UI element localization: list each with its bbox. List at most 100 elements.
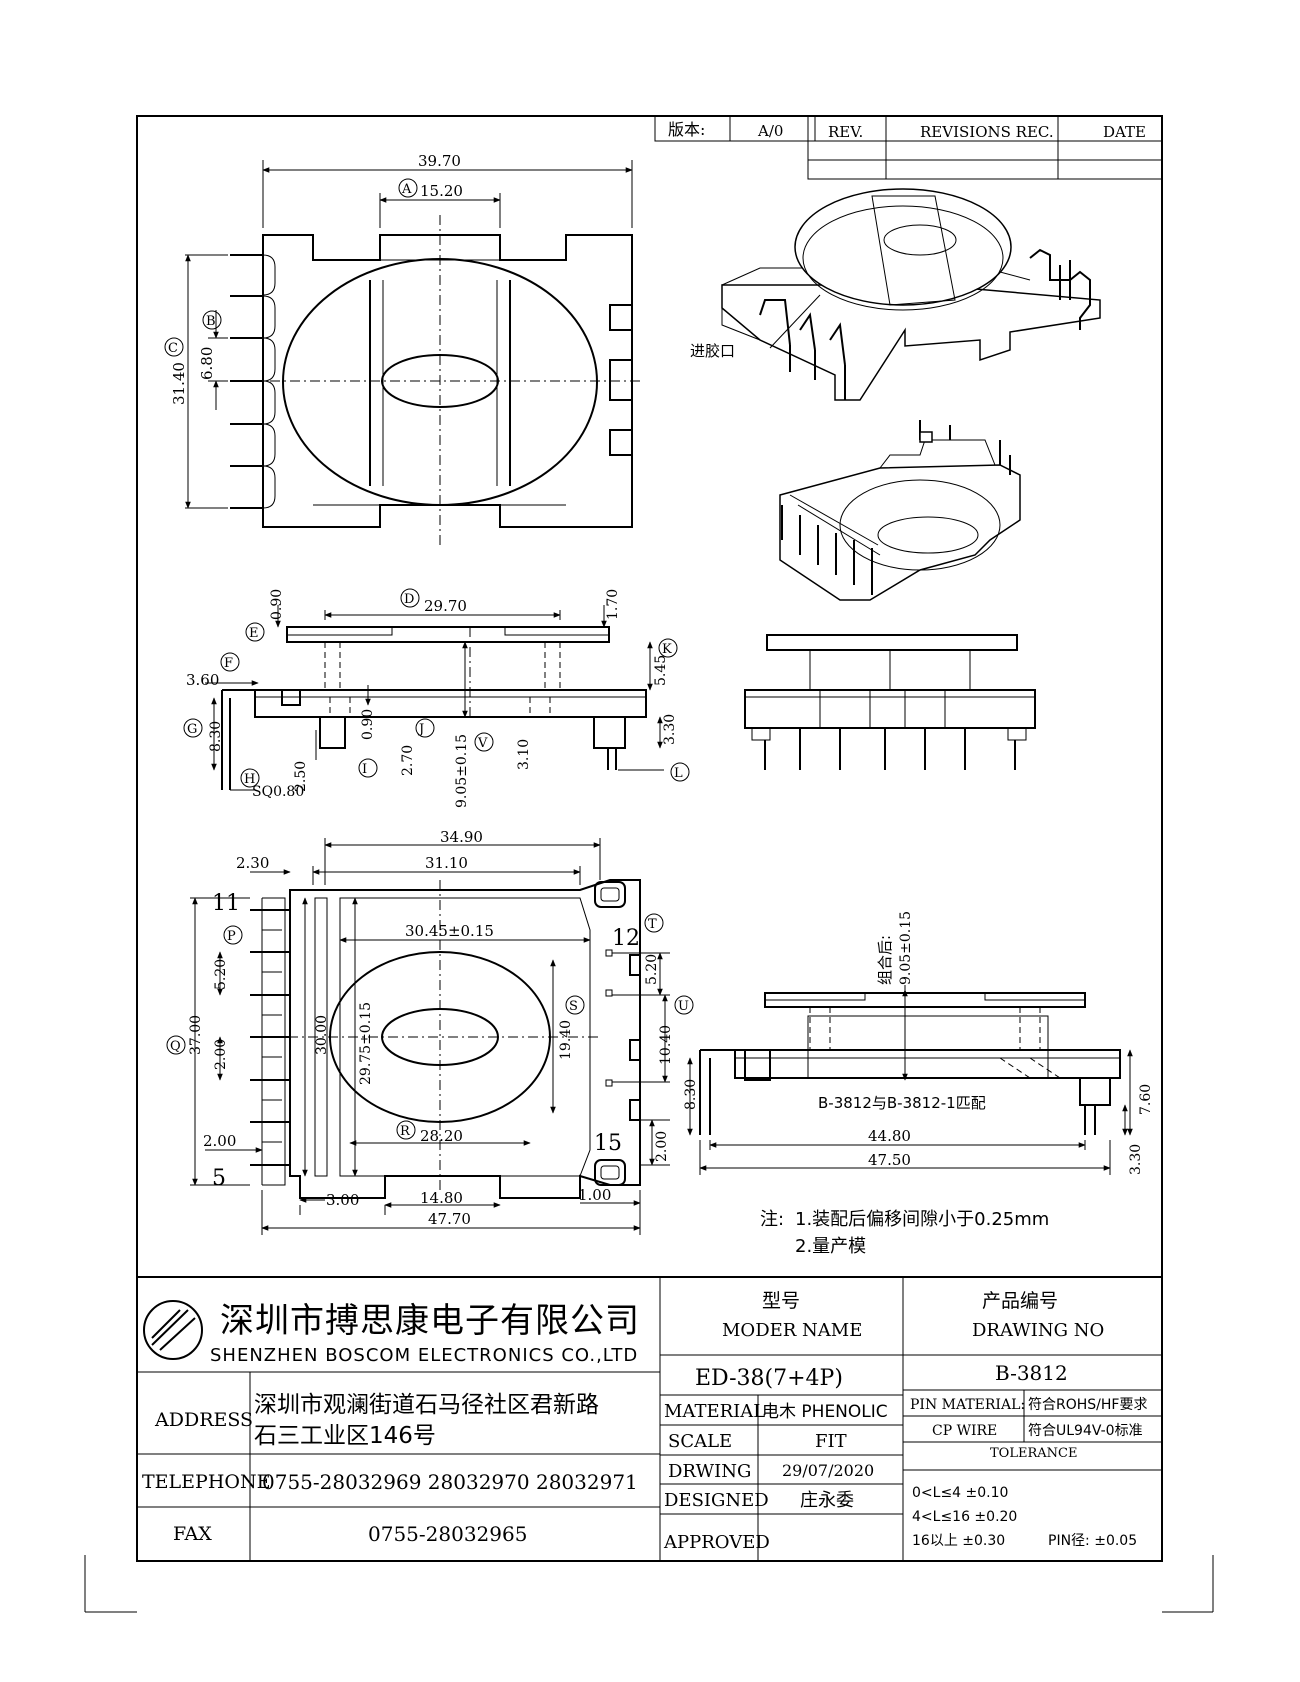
tag-p: P <box>227 929 236 944</box>
dim-vert: 29.75±0.15 <box>358 1002 374 1085</box>
tag-b: B <box>206 314 216 329</box>
title-block: 深圳市搏思康电子有限公司 SHENZHEN BOSCOM ELECTRONICS… <box>137 1276 1162 1561</box>
tag-l: L <box>674 766 683 781</box>
dim-u: 10.40 <box>658 1025 674 1065</box>
revision-block: 版本: A/0 REV. REVISIONS REC. DATE <box>654 115 1163 180</box>
dim-g: 8.30 <box>208 721 224 752</box>
dim-left-200b: 2.00 <box>203 1132 236 1150</box>
pin-5-label: 5 <box>212 1166 226 1191</box>
scale-value: FIT <box>815 1431 847 1452</box>
fax-label: FAX <box>173 1523 212 1545</box>
tag-f: F <box>224 656 233 671</box>
tag-k: K <box>662 642 672 657</box>
drawing-no-en: DRAWING NO <box>972 1320 1104 1341</box>
tolerance-label: TOLERANCE <box>990 1446 1077 1461</box>
dim-center: 30.45±0.15 <box>405 922 494 940</box>
tag-r: R <box>400 1124 411 1139</box>
dim-a: 15.20 <box>420 182 463 200</box>
notes-prefix: 注: <box>760 1209 784 1230</box>
dim-bottom-300: 3.00 <box>326 1191 359 1209</box>
note-1: 1.装配后偏移间隙小于0.25mm <box>795 1209 1049 1230</box>
tag-t: T <box>648 917 657 932</box>
dim-v: 9.05±0.15 <box>454 734 470 808</box>
iso-view-bottom <box>779 420 1021 601</box>
pin-11-label: 11 <box>212 891 240 916</box>
ul-value: 符合UL94V-0标准 <box>1028 1423 1143 1439</box>
tag-h: H <box>244 772 255 787</box>
dim-bottom-1480: 14.80 <box>420 1189 463 1207</box>
dim-j: 2.70 <box>400 745 416 776</box>
tag-v: V <box>477 736 488 751</box>
top-view: 39.70 A 15.20 31.40 C 6.80 B <box>164 152 640 545</box>
company-logo <box>143 1300 203 1360</box>
dim-l-small: 3.10 <box>516 739 532 770</box>
gate-label: 进胶口 <box>690 342 735 360</box>
dim-h: SQ0.80 <box>252 784 304 800</box>
dim-760: 7.60 <box>1138 1084 1154 1115</box>
rev-header: REV. <box>828 123 863 141</box>
material-value: 电木 PHENOLIC <box>762 1402 888 1422</box>
drawing-date: 29/07/2020 <box>782 1461 874 1480</box>
tolerance-3: 16以上 ±0.30 <box>912 1533 1005 1549</box>
iso-view-top: 进胶口 <box>690 188 1101 401</box>
model-cn: 型号 <box>762 1290 800 1312</box>
dim-830: 8.30 <box>683 1079 699 1110</box>
dim-pin: 2.50 <box>293 761 309 792</box>
fax-value: 0755-28032965 <box>368 1522 527 1546</box>
revisions-header: REVISIONS REC. <box>920 123 1054 141</box>
dim-r: 28.20 <box>420 1127 463 1145</box>
dim-left-200: 2.00 <box>213 1039 229 1070</box>
dim-30: 30.00 <box>314 1015 330 1055</box>
dim-4480: 44.80 <box>868 1127 911 1145</box>
drawing-label: DRWING <box>668 1461 751 1482</box>
tag-i: I <box>362 762 367 777</box>
tag-g: G <box>187 722 197 737</box>
assembly-view: 组合后: 9.05±0.15 B-3812与B-3812-1匹配 8.30 7.… <box>683 911 1154 1175</box>
dim-330: 3.30 <box>1128 1144 1144 1175</box>
dim-left-520: 5.20 <box>213 959 229 990</box>
dim-right-pin: 2.00 <box>654 1131 670 1162</box>
crop-marks <box>84 1555 1214 1613</box>
sheet-border <box>136 115 1163 1562</box>
tag-e: E <box>249 626 259 641</box>
tag-a: A <box>401 182 412 197</box>
tolerance-2: 4<L≤16 ±0.20 <box>912 1509 1017 1525</box>
telephone-label: TELEPHONE <box>142 1471 270 1493</box>
dim-d: 29.70 <box>424 597 467 615</box>
dim-bottom-100: 1.00 <box>578 1186 611 1204</box>
assembled-dim: 9.05±0.15 <box>898 911 914 985</box>
date-header: DATE <box>1103 123 1146 141</box>
dim-k-top: 1.70 <box>605 589 621 620</box>
pin-12-label: 12 <box>612 926 640 951</box>
telephone-value: 0755-28032969 28032970 28032971 <box>262 1470 638 1494</box>
tag-u: U <box>678 999 689 1014</box>
dim-i: 0.90 <box>360 709 376 740</box>
address-line-2: 石三工业区146号 <box>254 1423 436 1449</box>
model-value: ED-38(7+4P) <box>695 1366 843 1391</box>
tag-c: C <box>168 341 178 356</box>
designed-label: DESIGNED <box>664 1490 769 1511</box>
dim-b: 6.80 <box>198 347 216 380</box>
drawing-no-cn: 产品编号 <box>982 1290 1058 1312</box>
dim-f: 3.60 <box>186 671 219 689</box>
dim-k: 5.45 <box>653 655 669 686</box>
dim-left-q: 37.00 <box>188 1015 204 1055</box>
approved-label: APPROVED <box>663 1532 770 1553</box>
pin-material-value: CP WIRE <box>932 1423 997 1439</box>
drawing-no-value: B-3812 <box>995 1361 1068 1385</box>
tag-j: J <box>417 722 424 737</box>
side-view: 29.70 D 0.90 E 1.70 K 5.45 3.30 L 3.60 F… <box>183 588 690 808</box>
scale-label: SCALE <box>668 1431 732 1452</box>
notes: 注: 1.装配后偏移间隙小于0.25mm 2.量产模 <box>760 1209 1049 1257</box>
version-label: 版本: <box>668 120 705 139</box>
tag-q: Q <box>170 1039 181 1054</box>
dim-inner: 31.10 <box>425 854 468 872</box>
tag-d: D <box>404 592 414 607</box>
front-elevation <box>744 634 1036 770</box>
address-line-1: 深圳市观澜街道石马径社区君新路 <box>254 1392 599 1418</box>
tolerance-pin: PIN径: ±0.05 <box>1048 1533 1137 1549</box>
assembled-label: 组合后: <box>876 935 894 985</box>
dim-e: 0.90 <box>269 589 285 620</box>
pin-material-label: PIN MATERIAL: <box>910 1397 1025 1413</box>
